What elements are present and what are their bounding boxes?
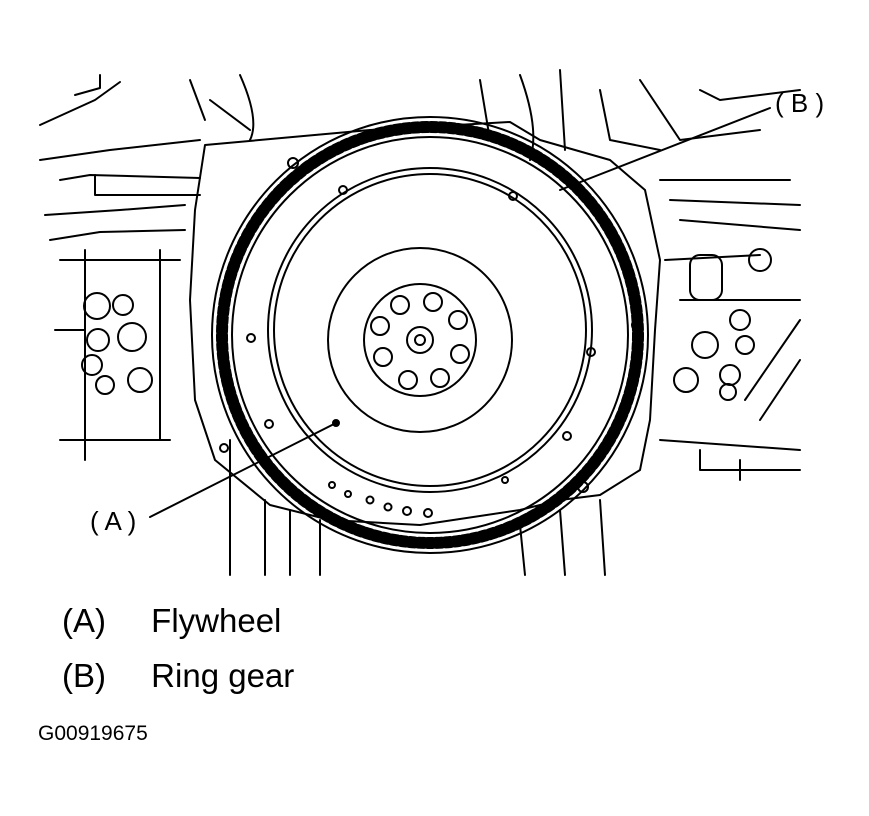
flywheel-center-pilot	[414, 334, 426, 346]
flywheel-bolt	[398, 370, 418, 390]
legend-label-ring-gear: Ring gear	[151, 657, 295, 694]
rim-hole	[344, 490, 352, 498]
plate-hole	[287, 157, 299, 169]
flywheel-bolt	[450, 344, 470, 364]
rim-hole	[246, 333, 256, 343]
flywheel-friction-surface-outer	[267, 167, 593, 493]
flywheel-bolt	[430, 368, 450, 388]
plate-hole	[219, 443, 229, 453]
flywheel-hub-ring	[327, 247, 513, 433]
flywheel	[231, 136, 629, 534]
leader-line-a	[149, 422, 337, 518]
plate-hole	[631, 319, 643, 331]
legend-key-a: (A)	[62, 602, 106, 639]
rim-hole	[264, 419, 274, 429]
flywheel-bolt	[390, 295, 410, 315]
ring-gear	[216, 121, 644, 549]
flywheel-center-bore	[406, 326, 434, 354]
flywheel-bolt	[370, 316, 390, 336]
callout-label-a: ( A )	[90, 506, 136, 536]
rim-hole	[365, 495, 375, 505]
legend-key-b: (B)	[62, 657, 106, 694]
rim-hole	[501, 476, 509, 484]
flywheel-bolt	[373, 347, 393, 367]
flywheel-hub	[363, 283, 477, 397]
leader-line-b	[559, 107, 771, 191]
adapter-plate-holes	[219, 157, 643, 493]
rim-hole	[562, 431, 572, 441]
adapter-plate	[189, 121, 661, 526]
flywheel-bolt	[448, 310, 468, 330]
flywheel-bolt	[423, 292, 443, 312]
rim-hole	[402, 506, 412, 516]
leader-dot-a	[332, 419, 340, 427]
ring-gear-outer	[211, 116, 649, 554]
legend-item-ring-gear: (B) Ring gear	[62, 659, 294, 692]
callout-label-b: ( B )	[775, 88, 824, 118]
rim-hole	[423, 508, 433, 518]
rim-hole	[508, 191, 518, 201]
figure-id: G00919675	[38, 722, 148, 745]
plate-hole	[577, 481, 589, 493]
flywheel-diagram: ( A ) ( B )	[39, 69, 824, 576]
engine-block-right-linework	[479, 69, 801, 576]
legend-item-flywheel: (A) Flywheel	[62, 604, 281, 637]
rim-hole	[338, 185, 348, 195]
flywheel-bolts	[370, 292, 470, 390]
rim-hole	[586, 347, 596, 357]
flywheel-rim-holes	[246, 185, 596, 518]
legend-label-flywheel: Flywheel	[151, 602, 282, 639]
rim-hole	[383, 502, 393, 512]
engine-block-left-linework	[39, 74, 321, 576]
rim-hole	[328, 481, 336, 489]
flywheel-friction-surface-inner	[273, 173, 587, 487]
